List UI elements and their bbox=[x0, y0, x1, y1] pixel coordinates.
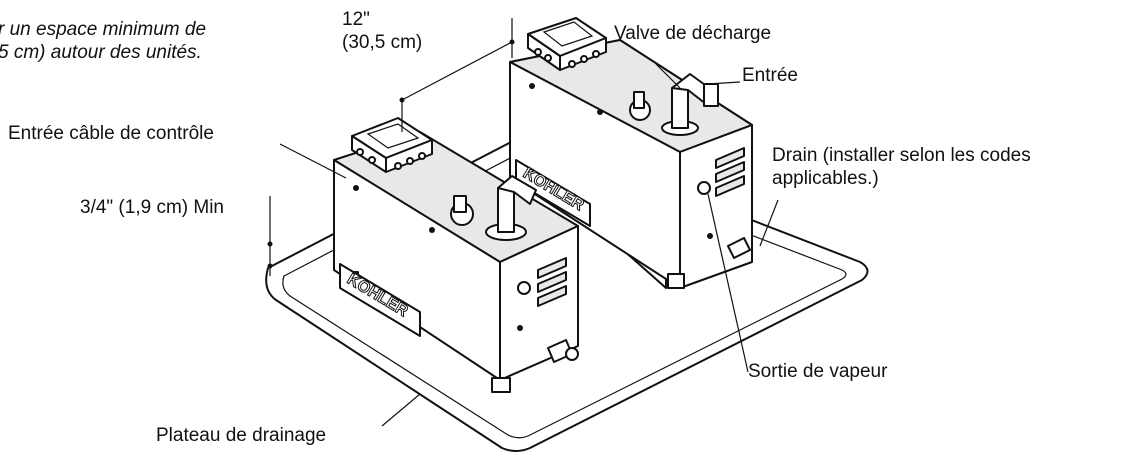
clearance-note-line-2: 5 cm) autour des unités. bbox=[0, 42, 202, 63]
drain-tray-label: Plateau de drainage bbox=[156, 425, 327, 446]
clearance-note-line-1: r un espace minimum de bbox=[0, 19, 207, 40]
inlet-label: Entrée bbox=[742, 65, 798, 86]
relief-valve-label: Valve de décharge bbox=[614, 23, 772, 44]
drain-label: Drain (installer selon les codes applica… bbox=[772, 144, 1031, 190]
leader-lines bbox=[267, 18, 779, 427]
back-steam-generator bbox=[509, 17, 753, 289]
front-steam-generator bbox=[333, 117, 579, 393]
drain-label-line-2: applicables.) bbox=[772, 168, 879, 189]
top-clearance-cm: (30,5 cm) bbox=[342, 32, 423, 53]
top-clearance-dimension: 12" (30,5 cm) bbox=[342, 8, 422, 54]
control-cable-inlet-label: Entrée câble de contrôle bbox=[8, 123, 214, 144]
steam-outlet-label: Sortie de vapeur bbox=[748, 361, 888, 382]
bottom-clearance-dimension: 3/4" (1,9 cm) Min bbox=[80, 197, 225, 218]
clearance-note: r un espace minimum de 5 cm) autour des … bbox=[0, 18, 206, 64]
drain-label-line-1: Drain (installer selon les codes bbox=[772, 145, 1031, 166]
top-clearance-inches: 12" bbox=[342, 9, 370, 30]
